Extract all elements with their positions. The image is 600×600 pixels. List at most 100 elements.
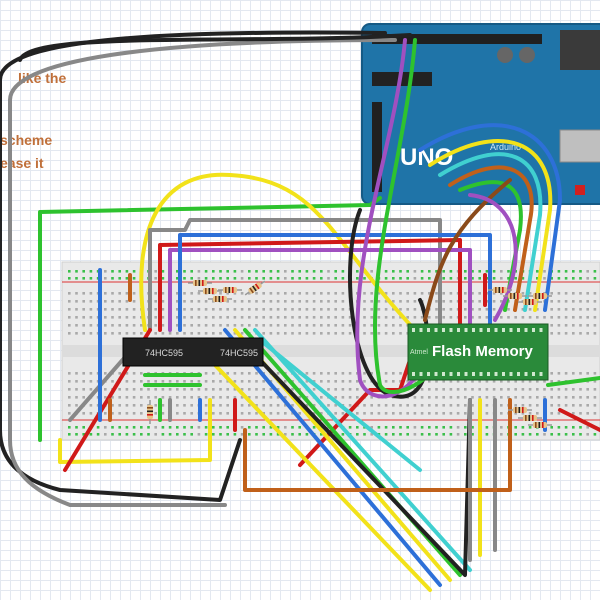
breadboard-hole (226, 308, 229, 311)
breadboard-hole (190, 277, 193, 280)
breadboard-hole (262, 332, 265, 335)
shift-register-body (122, 337, 264, 367)
breadboard-hole (154, 270, 157, 273)
breadboard-hole (528, 426, 532, 429)
breadboard-hole (557, 396, 561, 399)
breadboard-hole (89, 324, 93, 327)
breadboard-hole (341, 332, 345, 335)
breadboard-hole (176, 292, 179, 295)
breadboard-hole (255, 380, 258, 383)
breadboard-hole (276, 324, 280, 327)
breadboard-hole (68, 308, 71, 311)
breadboard-hole (140, 324, 143, 327)
capacitor-1 (497, 47, 513, 63)
breadboard-hole (118, 308, 121, 311)
breadboard-hole (240, 332, 244, 335)
breadboard-hole (579, 388, 582, 391)
breadboard-hole (377, 316, 381, 319)
breadboard-hole (593, 277, 597, 280)
breadboard-hole (536, 308, 539, 311)
breadboard-hole (125, 324, 129, 327)
breadboard-hole (550, 277, 553, 280)
breadboard-hole (528, 292, 532, 295)
breadboard-hole (248, 300, 251, 303)
breadboard-hole (68, 292, 71, 295)
breadboard-hole (550, 412, 553, 415)
breadboard-hole (514, 412, 517, 415)
breadboard-hole (464, 277, 467, 280)
digital-header (372, 34, 542, 44)
breadboard-hole (449, 426, 453, 429)
breadboard-hole (464, 404, 467, 407)
breadboard-hole (190, 396, 193, 399)
breadboard-hole (255, 404, 258, 407)
breadboard-hole (276, 316, 280, 319)
breadboard-hole (507, 388, 510, 391)
wire-red-1 (158, 238, 462, 332)
breadboard-hole (305, 316, 309, 319)
breadboard-hole (320, 316, 323, 319)
breadboard-hole (176, 332, 179, 335)
breadboard-hole (82, 332, 85, 335)
breadboard-hole (219, 396, 222, 399)
breadboard-hole (564, 404, 568, 407)
breadboard-hole (75, 316, 78, 319)
breadboard-hole (384, 292, 388, 295)
breadboard-hole (104, 426, 107, 429)
breadboard-hole (197, 388, 201, 391)
breadboard-hole (212, 277, 215, 280)
breadboard-hole (104, 292, 107, 295)
breadboard-hole (492, 300, 496, 303)
resistor (244, 280, 266, 296)
breadboard-hole (68, 433, 71, 436)
ic-socket (372, 72, 432, 86)
breadboard-hole (543, 270, 546, 273)
breadboard-hole (406, 292, 409, 295)
breadboard-hole (377, 308, 381, 311)
breadboard-hole (464, 396, 467, 399)
breadboard-hole (399, 270, 402, 273)
breadboard-hole (75, 332, 78, 335)
wire-yellow-5 (213, 363, 432, 592)
breadboard-hole (579, 292, 582, 295)
breadboard-hole (190, 426, 193, 429)
breadboard-hole (392, 270, 395, 273)
breadboard-hole (334, 380, 337, 383)
breadboard-hole (593, 388, 597, 391)
breadboard-hole (233, 324, 237, 327)
breadboard-hole (118, 270, 121, 273)
breadboard-hole (334, 270, 337, 273)
breadboard-hole (413, 316, 417, 319)
breadboard-hole (384, 332, 388, 335)
breadboard-hole (68, 324, 71, 327)
breadboard-hole (586, 316, 589, 319)
breadboard-hole (154, 324, 157, 327)
breadboard-hole (442, 412, 445, 415)
breadboard-hole (125, 388, 129, 391)
breadboard-hole (262, 270, 265, 273)
breadboard-hole (363, 412, 366, 415)
breadboard-hole (456, 396, 460, 399)
breadboard-hole (255, 426, 258, 429)
breadboard-hole (255, 316, 258, 319)
breadboard-hole (276, 292, 280, 295)
breadboard-hole (428, 316, 431, 319)
breadboard-hole (464, 388, 467, 391)
breadboard-hole (370, 308, 373, 311)
breadboard-hole (521, 277, 525, 280)
breadboard-hole (298, 426, 301, 429)
breadboard-hole (593, 316, 597, 319)
breadboard-hole (514, 404, 517, 407)
breadboard-hole (154, 380, 157, 383)
breadboard-hole (204, 426, 208, 429)
breadboard-hole (255, 308, 258, 311)
breadboard-hole (197, 292, 201, 295)
breadboard-hole (204, 404, 208, 407)
breadboard-hole (190, 332, 193, 335)
breadboard-hole (111, 426, 114, 429)
breadboard-hole (197, 380, 201, 383)
breadboard-hole (161, 388, 165, 391)
breadboard-hole (485, 380, 489, 383)
breadboard-hole (140, 412, 143, 415)
breadboard-hole (262, 316, 265, 319)
